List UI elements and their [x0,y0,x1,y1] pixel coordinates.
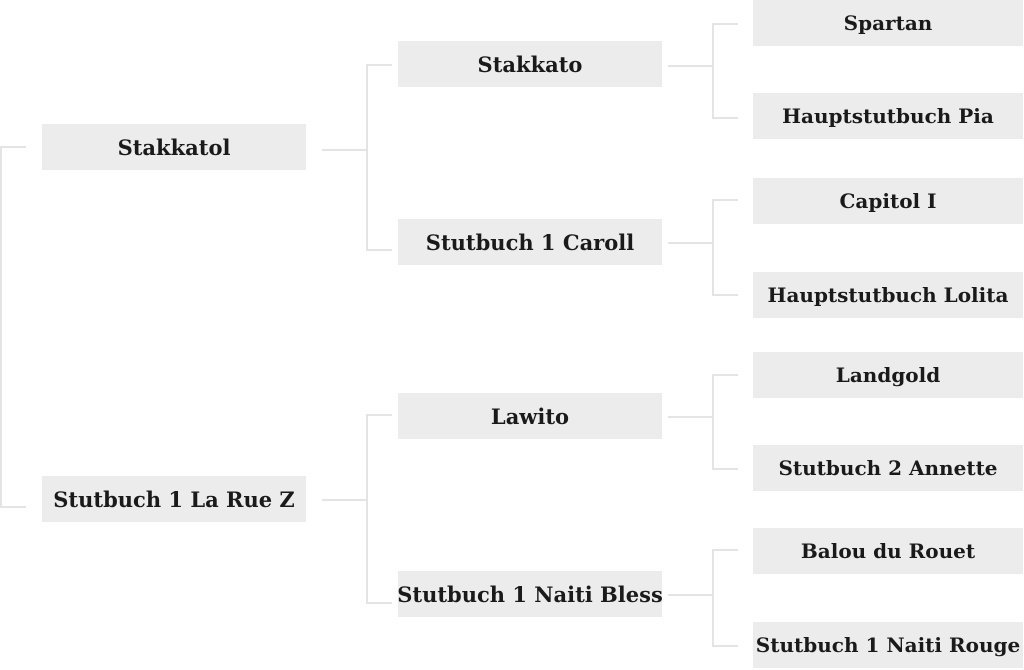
connector-line [712,468,738,470]
connector-line [712,199,714,296]
connector-line [712,117,738,119]
pedigree-node-gen3[interactable]: Hauptstutbuch Lolita [753,272,1023,318]
connector-line [366,602,392,604]
connector-line [712,199,738,201]
connector-line [712,549,714,647]
connector-line [712,374,714,470]
connector-line [712,549,738,551]
connector-line [668,65,714,67]
node-label: Stutbuch 1 Naiti Bless [398,581,662,607]
pedigree-node-gen3[interactable]: Stutbuch 1 Naiti Rouge [753,622,1023,668]
connector-line [366,64,392,66]
pedigree-node-sire-sire[interactable]: Stakkato [398,41,662,87]
connector-line [366,249,392,251]
node-label: Hauptstutbuch Pia [782,104,994,128]
connector-line [712,374,738,376]
pedigree-node-dam[interactable]: Stutbuch 1 La Rue Z [42,476,306,522]
pedigree-node-gen3[interactable]: Landgold [753,352,1023,398]
connector-line [0,146,26,148]
connector-line [668,594,714,596]
pedigree-node-gen3[interactable]: Spartan [753,0,1023,46]
pedigree-node-sire[interactable]: Stakkatol [42,124,306,170]
connector-line [366,64,368,251]
connector-line [712,294,738,296]
pedigree-node-gen3[interactable]: Hauptstutbuch Pia [753,93,1023,139]
node-label: Balou du Rouet [800,539,976,563]
node-label: Stutbuch 2 Annette [778,456,998,480]
connector-line [366,414,368,604]
connector-line [366,414,392,416]
pedigree-node-gen3[interactable]: Balou du Rouet [753,528,1023,574]
node-label: Stutbuch 1 Naiti Rouge [755,633,1021,657]
node-label: Stakkato [477,51,583,77]
pedigree-node-sire-dam[interactable]: Stutbuch 1 Caroll [398,219,662,265]
connector-line [0,506,26,508]
node-label: Stakkatol [117,134,231,160]
pedigree-node-gen3[interactable]: Capitol I [753,178,1023,224]
node-label: Stutbuch 1 Caroll [425,229,635,255]
node-label: Spartan [843,11,933,35]
connector-line [712,23,714,119]
node-label: Hauptstutbuch Lolita [767,283,1009,307]
connector-line [712,645,738,647]
pedigree-node-dam-sire[interactable]: Lawito [398,393,662,439]
connector-line [712,23,738,25]
node-label: Lawito [490,403,570,429]
connector-line [0,146,2,508]
pedigree-node-gen3[interactable]: Stutbuch 2 Annette [753,445,1023,491]
node-label: Capitol I [839,189,937,213]
node-label: Stutbuch 1 La Rue Z [53,486,295,512]
connector-line [322,149,368,151]
node-label: Landgold [835,363,941,387]
connector-line [668,416,714,418]
connector-line [322,499,368,501]
pedigree-node-dam-dam[interactable]: Stutbuch 1 Naiti Bless [398,571,662,617]
connector-line [668,242,714,244]
